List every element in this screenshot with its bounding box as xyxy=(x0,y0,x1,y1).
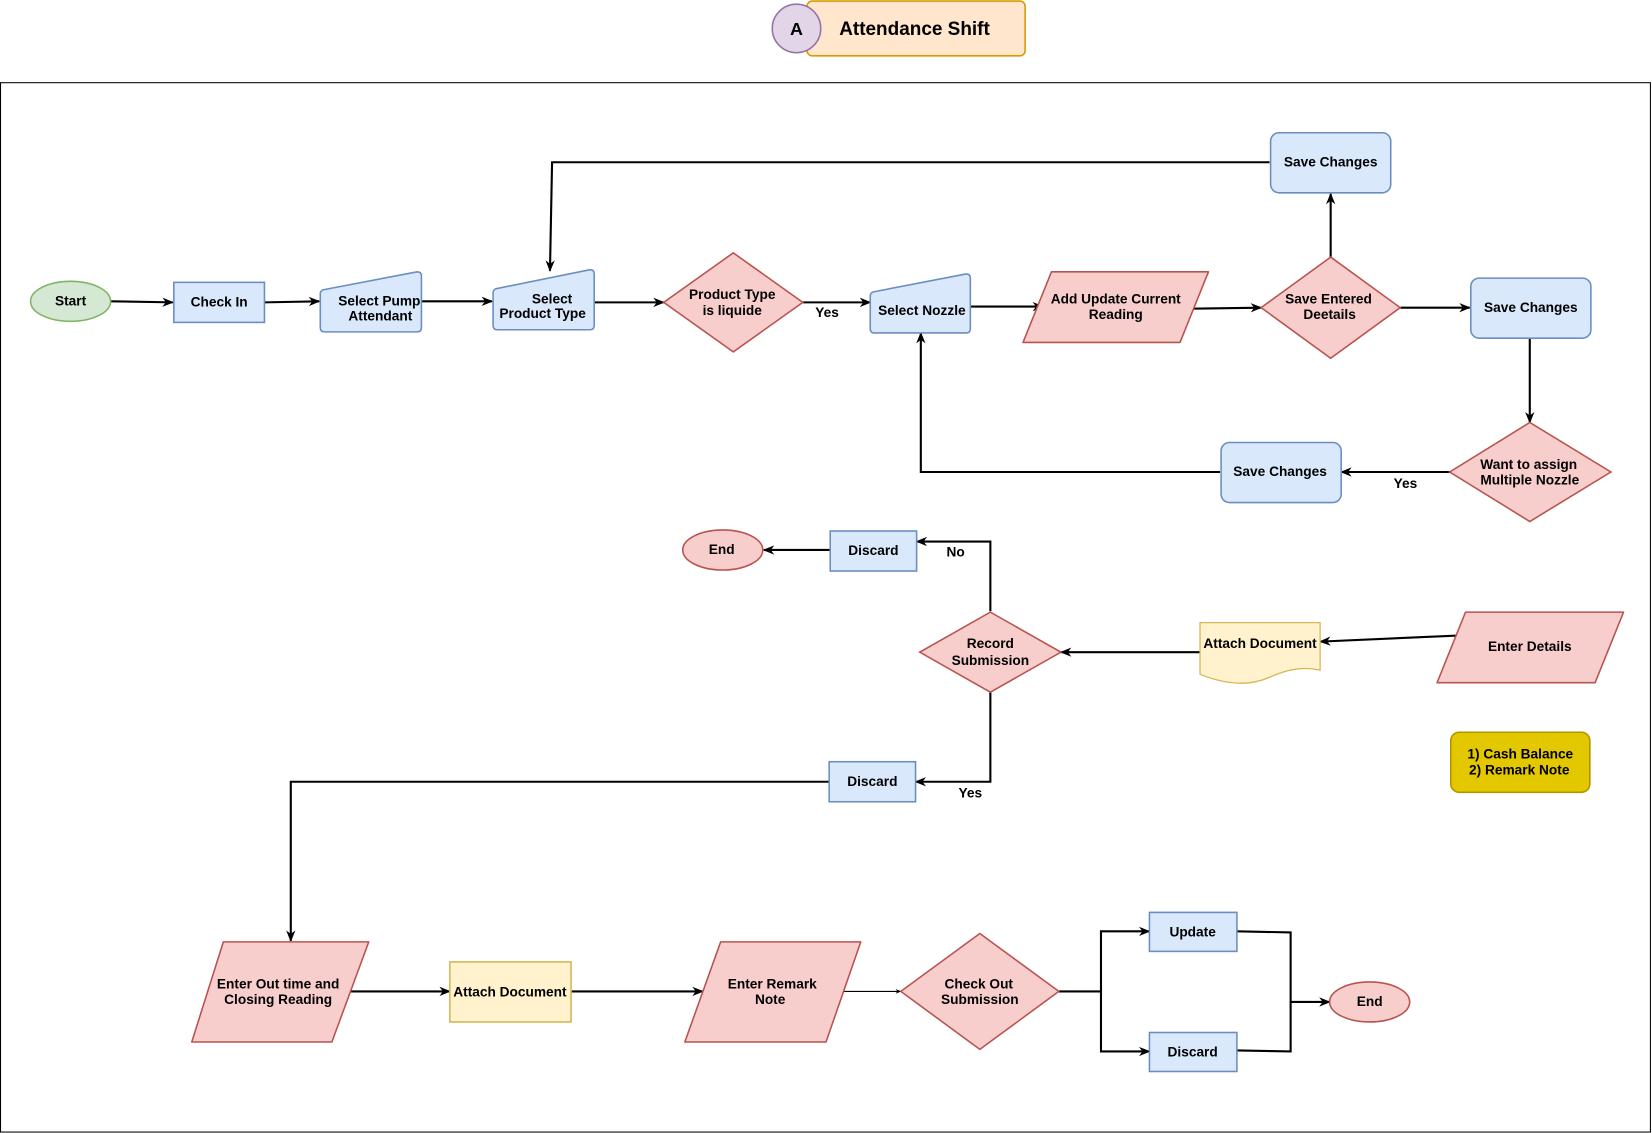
svg-text:Note: Note xyxy=(755,992,786,1007)
save-entered-decision: Save Entered Deetails xyxy=(1259,256,1402,360)
note-box: 1) Cash Balance 2) Remark Note xyxy=(1449,731,1591,794)
select-nozzle-node: Select Nozzle xyxy=(869,273,972,334)
svg-text:2) Remark Note: 2) Remark Note xyxy=(1469,762,1570,777)
svg-text:Attach Document: Attach Document xyxy=(1203,636,1317,651)
enter-details-node: Enter Details xyxy=(1436,611,1625,684)
edge-update-end2 xyxy=(1236,930,1331,1007)
svg-text:Enter Remark: Enter Remark xyxy=(728,976,817,991)
out-time-reading-node: Enter Out time and Closing Reading xyxy=(190,941,370,1043)
svg-text:Update: Update xyxy=(1169,925,1216,940)
header: A Attendance Shift xyxy=(771,0,1026,57)
svg-text:Closing Reading: Closing Reading xyxy=(224,992,332,1007)
svg-text:Want to assign: Want to assign xyxy=(1480,457,1577,472)
svg-text:Check In: Check In xyxy=(191,295,248,310)
svg-text:Save Entered: Save Entered xyxy=(1285,291,1372,306)
edge-details-attach xyxy=(1318,634,1464,646)
attach-document-node: Attach Document xyxy=(1199,622,1321,684)
svg-text:Select Nozzle: Select Nozzle xyxy=(878,303,966,318)
start-node: Start xyxy=(29,280,112,323)
edges xyxy=(110,161,1535,1057)
svg-text:Save Changes: Save Changes xyxy=(1284,154,1378,169)
svg-text:Select Pump: Select Pump xyxy=(338,294,420,309)
svg-text:Deetails: Deetails xyxy=(1303,307,1356,322)
svg-text:Enter Out time and: Enter Out time and xyxy=(217,976,339,991)
save-changes-top-node: Save Changes xyxy=(1269,131,1392,194)
add-update-reading-node: Add Update Current Reading xyxy=(1022,271,1210,344)
svg-text:End: End xyxy=(709,542,735,557)
svg-text:Save Changes: Save Changes xyxy=(1233,464,1327,479)
svg-text:Select: Select xyxy=(532,291,573,306)
diagram-frame xyxy=(0,82,1651,1133)
attach-document-node: Attach Document xyxy=(449,961,572,1023)
svg-text:Reading: Reading xyxy=(1089,307,1143,322)
edge-start-checkin xyxy=(110,297,174,307)
edge-label-yes: Yes xyxy=(1394,476,1418,491)
save-changes-mid-node: Save Changes xyxy=(1220,441,1342,504)
save-changes-right-node: Save Changes xyxy=(1469,277,1592,339)
diagram-title: Attendance Shift xyxy=(839,19,990,40)
edge-checkin-pump xyxy=(264,296,321,307)
check-in-node: Check In xyxy=(173,281,266,324)
svg-text:Start: Start xyxy=(55,294,87,309)
svg-text:Discard: Discard xyxy=(848,543,898,558)
update-node: Update xyxy=(1148,911,1238,953)
svg-text:End: End xyxy=(1357,994,1383,1009)
svg-text:Submission: Submission xyxy=(952,653,1030,668)
svg-text:Attach Document: Attach Document xyxy=(453,985,567,1000)
product-type-decision: Product Type is liquide xyxy=(662,251,805,353)
edge-label-yes: Yes xyxy=(959,786,983,801)
edge-savemid-nozzle xyxy=(916,331,1221,474)
svg-text:Multiple Nozzle: Multiple Nozzle xyxy=(1480,473,1579,488)
svg-text:Discard: Discard xyxy=(847,774,897,789)
svg-text:Product Type: Product Type xyxy=(689,287,776,302)
discard-node: Discard xyxy=(1148,1031,1238,1073)
edge-discard3-merge xyxy=(1236,1001,1292,1053)
end-node: End xyxy=(1328,981,1411,1023)
svg-text:Enter Details: Enter Details xyxy=(1488,639,1572,654)
svg-text:Save Changes: Save Changes xyxy=(1484,300,1578,315)
edge-reading-saveentered xyxy=(1190,303,1263,313)
edge-label-yes: Yes xyxy=(815,305,839,320)
svg-text:Check Out: Check Out xyxy=(945,976,1014,991)
svg-text:Attendant: Attendant xyxy=(348,308,412,323)
edge-record-discard1 xyxy=(915,536,992,612)
discard-node: Discard xyxy=(828,760,917,803)
end-node: End xyxy=(681,529,764,571)
select-product-type-node: Select Product Type xyxy=(492,268,596,331)
badge-label: A xyxy=(790,19,803,39)
edge-discard2-outtime xyxy=(286,780,830,942)
checkout-submission-decision: Check Out Submission xyxy=(900,932,1060,1051)
svg-text:Discard: Discard xyxy=(1168,1045,1218,1060)
svg-text:Record: Record xyxy=(967,636,1014,651)
svg-text:Submission: Submission xyxy=(941,992,1019,1007)
discard-node: Discard xyxy=(829,530,918,572)
svg-text:Product Type: Product Type xyxy=(499,306,586,321)
select-pump-attendant-node: Select Pump Attendant xyxy=(319,271,423,333)
edge-savetop-product xyxy=(545,161,1270,272)
multiple-nozzle-decision: Want to assign Multiple Nozzle xyxy=(1448,421,1613,523)
edge-record-discard2 xyxy=(914,692,992,787)
svg-text:1) Cash Balance: 1) Cash Balance xyxy=(1467,747,1573,762)
svg-text:is liquide: is liquide xyxy=(703,303,763,318)
svg-text:Add Update Current: Add Update Current xyxy=(1051,291,1181,306)
edge-checkout-update xyxy=(1058,926,1151,993)
edge-label-no: No xyxy=(946,544,964,559)
record-submission-decision: Record Submission xyxy=(918,611,1063,694)
badge-circle xyxy=(771,3,822,54)
edge-checkout-discard3 xyxy=(1099,991,1151,1057)
enter-remark-node: Enter Remark Note xyxy=(684,941,862,1043)
